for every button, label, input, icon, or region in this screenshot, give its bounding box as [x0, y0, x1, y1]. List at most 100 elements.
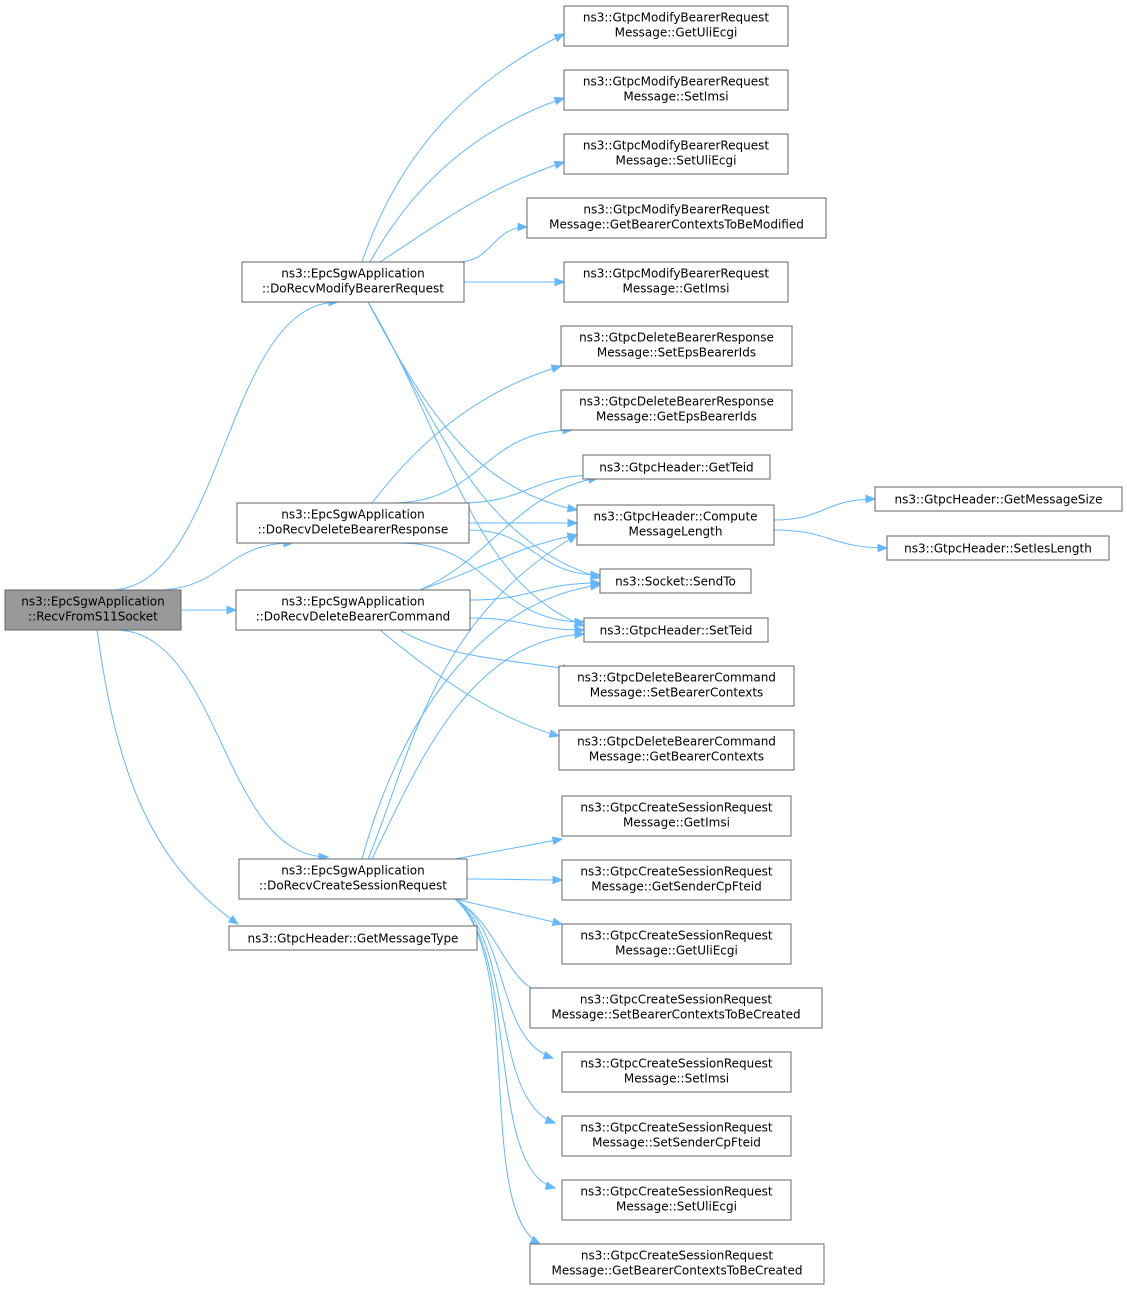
edge-line [399, 542, 585, 623]
node-label: Message::GetImsi [623, 816, 730, 830]
node-modify[interactable]: ns3::EpcSgwApplication::DoRecvModifyBear… [241, 261, 465, 303]
edge-modify-to-mb_setimsi [369, 96, 566, 263]
node-box [576, 504, 775, 546]
node-label: Message::GetUliEcgi [615, 944, 738, 958]
node-mb_getuli[interactable]: ns3::GtpcModifyBearerRequestMessage::Get… [563, 5, 789, 47]
node-box [529, 1243, 825, 1285]
nodes-layer: ns3::EpcSgwApplication::RecvFromS11Socke… [4, 5, 1123, 1285]
node-cs_getuli[interactable]: ns3::GtpcCreateSessionRequestMessage::Ge… [561, 923, 792, 965]
arrowhead [877, 543, 889, 553]
node-label: ns3::GtpcCreateSessionRequest [580, 929, 772, 943]
node-mb_getctx[interactable]: ns3::GtpcModifyBearerRequestMessage::Get… [526, 197, 827, 239]
edge-delresp-to-dr_set [371, 364, 563, 504]
node-label: ns3::GtpcHeader::GetTeid [599, 461, 753, 475]
arrowhead [550, 364, 563, 373]
edge-create-to-setteid [371, 630, 586, 860]
node-dc_set[interactable]: ns3::GtpcDeleteBearerCommandMessage::Set… [558, 665, 795, 707]
edge-create-to-sendto [361, 581, 602, 860]
edge-line [391, 429, 573, 504]
node-mb_getimsi[interactable]: ns3::GtpcModifyBearerRequestMessage::Get… [563, 261, 789, 303]
edge-delresp-to-getteid [459, 470, 600, 504]
node-mb_setimsi[interactable]: ns3::GtpcModifyBearerRequestMessage::Set… [563, 69, 789, 111]
node-label: Message::SetImsi [624, 1072, 729, 1086]
edge-line [369, 97, 565, 263]
node-cs_getsender[interactable]: ns3::GtpcCreateSessionRequestMessage::Ge… [561, 859, 792, 901]
edge-modify-to-mb_getuli [361, 33, 566, 263]
node-sendto[interactable]: ns3::Socket::SendTo [599, 568, 752, 594]
arrowhead [566, 534, 579, 544]
edge-compute-to-ieslen [773, 529, 889, 553]
node-box [558, 729, 795, 771]
arrowhead [590, 570, 602, 580]
edge-line [454, 898, 554, 1059]
node-label: ns3::GtpcCreateSessionRequest [580, 993, 772, 1007]
node-cs_setuli[interactable]: ns3::GtpcCreateSessionRequestMessage::Se… [561, 1179, 792, 1221]
edge-line [379, 629, 560, 737]
node-label: ::DoRecvDeleteBearerCommand [256, 610, 451, 624]
node-cs_setctx[interactable]: ns3::GtpcCreateSessionRequestMessage::Se… [529, 987, 823, 1029]
node-create[interactable]: ns3::EpcSgwApplication::DoRecvCreateSess… [238, 858, 468, 900]
node-label: ns3::GtpcModifyBearerRequest [583, 139, 770, 153]
arrowhead [544, 1115, 557, 1124]
node-label: ns3::GtpcModifyBearerRequest [583, 267, 770, 281]
arrowhead [553, 96, 566, 106]
node-cs_getctx[interactable]: ns3::GtpcCreateSessionRequestMessage::Ge… [529, 1243, 825, 1285]
node-box [583, 617, 769, 643]
node-label: ns3::GtpcDeleteBearerResponse [579, 395, 774, 409]
node-box [563, 69, 789, 111]
arrowhead [551, 836, 564, 846]
edge-delresp-to-setteid [399, 542, 586, 627]
node-label: ns3::GtpcHeader::SetTeid [600, 624, 753, 638]
node-cs_setimsi[interactable]: ns3::GtpcCreateSessionRequestMessage::Se… [561, 1051, 792, 1093]
edge-create-to-compute [367, 534, 579, 860]
node-delresp[interactable]: ns3::EpcSgwApplication::DoRecvDeleteBear… [236, 502, 470, 544]
arrowhead [227, 915, 240, 925]
node-getteid[interactable]: ns3::GtpcHeader::GetTeid [582, 454, 771, 480]
edge-line [361, 33, 565, 263]
edge-line [154, 542, 294, 591]
edge-modify-to-setteid [367, 301, 586, 627]
node-label: ns3::EpcSgwApplication [281, 267, 424, 281]
arrowhead [552, 875, 564, 885]
arrowhead [226, 605, 238, 615]
node-label: Message::GetSenderCpFteid [591, 880, 762, 894]
node-label: ns3::Socket::SendTo [615, 575, 736, 589]
node-msgsize[interactable]: ns3::GtpcHeader::GetMessageSize [874, 486, 1123, 512]
edge-line [114, 629, 329, 858]
node-root[interactable]: ns3::EpcSgwApplication::RecvFromS11Socke… [4, 589, 182, 631]
node-label: ::DoRecvModifyBearerRequest [262, 282, 444, 296]
node-setteid[interactable]: ns3::GtpcHeader::SetTeid [583, 617, 769, 643]
edge-root-to-delcmd [181, 605, 238, 615]
edge-modify-to-mb_getctx [457, 222, 529, 263]
node-ieslen[interactable]: ns3::GtpcHeader::SetIesLength [886, 535, 1110, 561]
node-cs_getimsi[interactable]: ns3::GtpcCreateSessionRequestMessage::Ge… [561, 795, 792, 837]
edge-line [773, 529, 888, 549]
edge-line [466, 878, 563, 881]
node-label: ns3::GtpcDeleteBearerCommand [577, 735, 776, 749]
edge-line [454, 898, 556, 1124]
edge-root-to-delresp [154, 538, 295, 591]
edge-line [454, 898, 563, 925]
arrowhead [590, 581, 602, 591]
node-box [558, 665, 795, 707]
node-dr_get[interactable]: ns3::GtpcDeleteBearerResponseMessage::Ge… [560, 389, 793, 431]
node-label: ns3::GtpcModifyBearerRequest [583, 203, 770, 217]
node-delcmd[interactable]: ns3::EpcSgwApplication::DoRecvDeleteBear… [235, 589, 471, 631]
node-label: ns3::GtpcDeleteBearerCommand [577, 671, 776, 685]
node-dc_get[interactable]: ns3::GtpcDeleteBearerCommandMessage::Get… [558, 729, 795, 771]
node-label: ::DoRecvDeleteBearerResponse [258, 523, 449, 537]
node-msgtype[interactable]: ns3::GtpcHeader::GetMessageType [228, 925, 478, 951]
node-box [4, 589, 182, 631]
node-label: ns3::GtpcCreateSessionRequest [580, 1057, 772, 1071]
arrowhead [517, 222, 529, 232]
edge-create-to-cs_getsender [466, 875, 564, 885]
node-box [526, 197, 827, 239]
node-cs_setsender[interactable]: ns3::GtpcCreateSessionRequestMessage::Se… [561, 1115, 792, 1157]
node-mb_setuli[interactable]: ns3::GtpcModifyBearerRequestMessage::Set… [563, 133, 789, 175]
node-label: Message::SetUliEcgi [616, 154, 737, 168]
node-dr_set[interactable]: ns3::GtpcDeleteBearerResponseMessage::Se… [560, 325, 793, 367]
node-label: Message::SetImsi [623, 90, 728, 104]
node-label: Message::SetBearerContextsToBeCreated [551, 1008, 800, 1022]
node-label: Message::GetUliEcgi [615, 26, 738, 40]
